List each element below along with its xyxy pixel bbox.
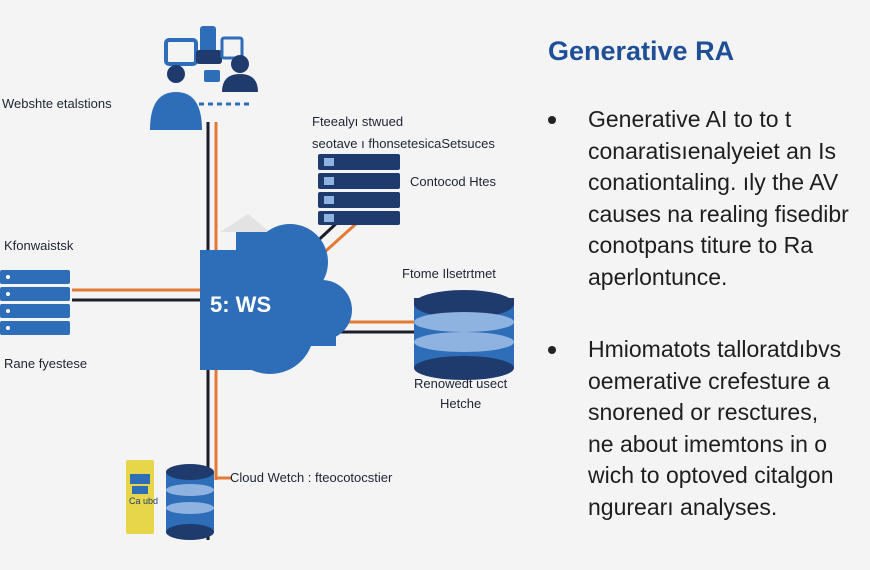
bullet-line: conotpans titure to Ra: [588, 232, 814, 258]
aws-center-label: 5: WS: [210, 292, 272, 317]
bullet-line: aperlontunce.: [588, 263, 728, 290]
bullet-line: Hmiomatots talloratdıbvs: [588, 336, 842, 362]
content-server-icon: [318, 154, 400, 225]
bullet-line: wich to optoved citalgon: [588, 462, 834, 488]
aws-cloud-icon: [200, 214, 352, 374]
label-reneow-1: Renowedt usect: [414, 376, 508, 391]
bottom-database-icon: [166, 464, 214, 540]
slide-title: Generative RA: [548, 36, 735, 66]
bullet-line: ngurearı analyses.: [588, 493, 778, 520]
bullet-line: Generative AI to to t: [588, 106, 792, 132]
label-kfon: Kfonwaistsk: [4, 238, 74, 253]
bullet-1-dot: [548, 116, 556, 124]
bullet-2-text: Hmiomatots talloratdıbvs oemerative cref…: [588, 334, 870, 523]
database-icon: [414, 290, 514, 380]
bullet-2: Hmiomatots talloratdıbvs oemerative cref…: [548, 334, 870, 534]
bullet-line: oemerative crefesture a: [588, 367, 830, 394]
bullet-line: conaratisıenalyeiet an Is: [588, 137, 837, 164]
users-icon: [150, 26, 258, 130]
bullet-line: ne about imemtons in o: [588, 430, 828, 457]
label-cloudwatch: Cloud Wetch : fteocotocstier: [230, 470, 393, 485]
bullet-1: Generative AI to to t conaratisıenalyeie…: [548, 104, 870, 300]
left-server-rack-icon: [0, 270, 70, 335]
bullet-1-text: Generative AI to to t conaratisıenalyeie…: [588, 104, 870, 293]
cloudwatch-badge-icon: [126, 460, 154, 534]
label-top-right-2: seotave ı fhonsetesicaSetsuces: [312, 136, 495, 151]
label-rane: Rane fyestese: [4, 356, 88, 371]
bullet-2-dot: [548, 346, 556, 354]
label-top-right-1: Fteealyı stwued: [312, 114, 404, 129]
label-contoc: Contocod Htes: [410, 174, 496, 189]
label-reneow-2: Hetche: [440, 396, 482, 411]
bullet-line: causes na realing fisedibr: [588, 200, 849, 227]
label-website: Webshte etalstions: [2, 96, 112, 111]
label-badge: Ca ubd: [129, 496, 159, 506]
bullet-line: conationtaling. ıly the AV: [588, 169, 839, 195]
bullet-line: snorened or resctures,: [588, 399, 819, 425]
label-ftome: Ftome Ilsetrtmet: [402, 266, 496, 281]
